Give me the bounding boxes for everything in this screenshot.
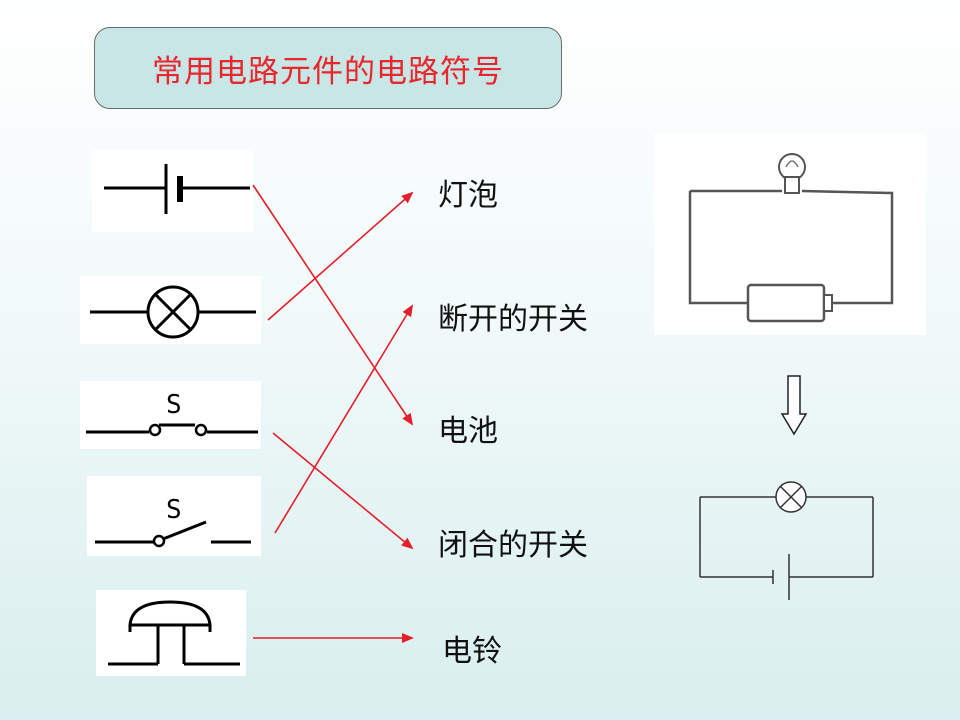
closed-switch-symbol-card: S — [80, 381, 261, 449]
arrow-closed-switch-to-label — [272, 432, 414, 550]
open-switch-symbol-card: S — [87, 476, 261, 556]
bell-symbol-card — [96, 590, 246, 676]
battery-symbol-card — [92, 150, 253, 232]
pictorial-circuit — [654, 133, 926, 335]
closed-switch-symbol-icon: S — [86, 390, 258, 437]
label-closed-switch: 闭合的开关 — [438, 528, 588, 563]
label-battery: 电池 — [438, 414, 498, 449]
lamp-symbol-card — [80, 276, 261, 344]
bell-symbol-icon — [108, 600, 240, 666]
open-switch-symbol-icon: S — [95, 495, 251, 548]
schematic-circuit-icon — [699, 481, 874, 600]
pictorial-circuit-icon — [688, 153, 894, 323]
arrow-battery-to-label — [252, 184, 414, 426]
switch-letter-label: S — [166, 495, 182, 525]
page-title: 常用电路元件的电路符号 — [152, 53, 504, 90]
arrow-lamp-to-label — [267, 191, 414, 321]
label-bell: 电铃 — [442, 634, 502, 669]
label-open-switch: 断开的开关 — [438, 302, 588, 337]
lamp-symbol-icon — [90, 285, 256, 339]
switch-letter-label: S — [166, 390, 182, 420]
arrow-open-switch-to-label — [274, 304, 414, 534]
battery-symbol-icon — [104, 164, 250, 214]
title-box: 常用电路元件的电路符号 — [94, 27, 562, 109]
label-lamp: 灯泡 — [438, 178, 498, 213]
down-arrow-icon — [780, 375, 808, 436]
